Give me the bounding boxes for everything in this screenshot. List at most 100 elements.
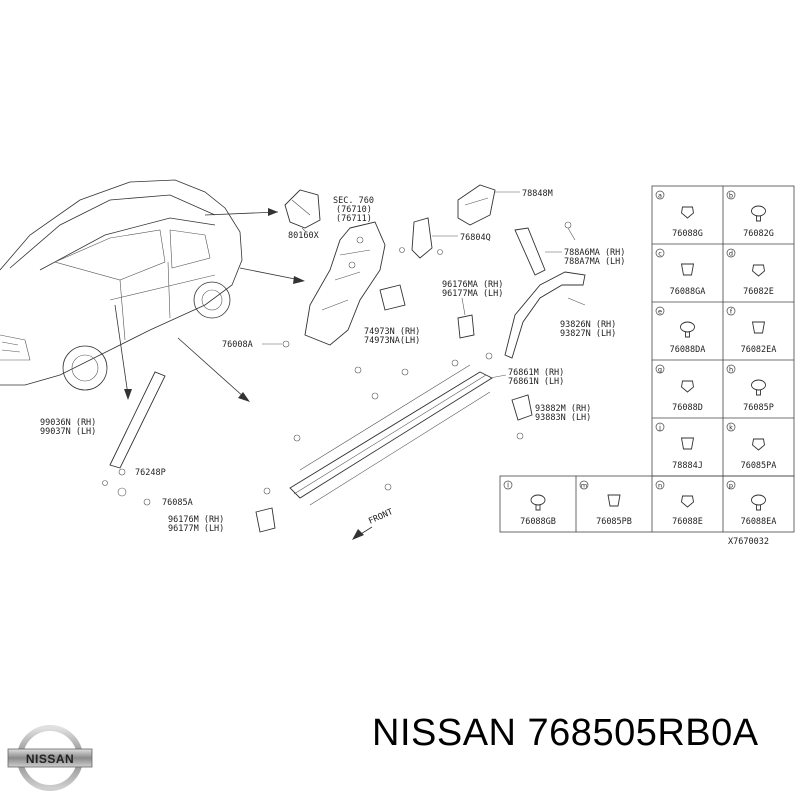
cell-id-text: a	[658, 191, 662, 199]
cell-id-text: m	[581, 481, 587, 489]
fastener-icon	[530, 494, 546, 511]
figure-code: X7670032	[728, 537, 769, 547]
cell-marker	[726, 480, 736, 490]
cell-id-text: l	[507, 481, 509, 489]
cell-label: 76088E	[672, 517, 703, 527]
fastener-icon	[680, 263, 695, 276]
cell-id-text: n	[658, 481, 662, 489]
fastener-icon	[751, 321, 766, 334]
cell-id-text: k	[729, 423, 733, 431]
label-93883n: 93883N (LH)	[535, 413, 591, 423]
cell-marker	[579, 480, 589, 490]
cell-marker	[655, 422, 665, 432]
logo-text: NISSAN	[26, 752, 74, 766]
cell-marker	[726, 248, 736, 258]
cell-marker	[726, 190, 736, 200]
fastener-icon	[751, 379, 766, 396]
label-96177ma: 96177MA (LH)	[442, 289, 503, 299]
grid-cell-l: l 76088GB	[503, 480, 556, 527]
label-99037n: 99037N (LH)	[40, 427, 96, 437]
label-80160x: 80160X	[288, 231, 320, 241]
grid-cell-b: b 76082G	[726, 190, 774, 239]
label-76248p: 76248P	[135, 468, 166, 478]
label-788a6ma: 788A6MA (RH)	[564, 248, 625, 258]
fastener-icon	[680, 321, 695, 338]
label-76861n: 76861N (LH)	[508, 377, 564, 387]
cell-marker	[726, 422, 736, 432]
label-96176m: 96176M (RH)	[168, 515, 224, 525]
cell-id-text: e	[658, 307, 662, 315]
cell-label: 78884J	[672, 461, 703, 471]
label-74973na: 74973NA(LH)	[364, 336, 420, 346]
cell-label: 76088GB	[520, 517, 556, 527]
car-arrows	[114, 208, 305, 402]
cell-id-text: b	[729, 191, 733, 199]
cell-label: 76085PB	[596, 517, 632, 527]
cell-marker	[726, 364, 736, 374]
cell-marker	[655, 480, 665, 490]
cell-label: 76088D	[672, 403, 703, 413]
cell-label: 76088G	[672, 229, 703, 239]
label-76085a: 76085A	[162, 498, 193, 508]
grid-cell-h: h 76085P	[726, 364, 774, 413]
label-76804q: 76804Q	[460, 233, 491, 243]
grid-cell-d: d 76082E	[726, 248, 774, 297]
cell-marker	[726, 306, 736, 316]
cell-label: 76082EA	[741, 345, 777, 355]
fastener-icon	[681, 380, 694, 393]
grid-cell-j: j 78884J	[655, 422, 703, 471]
fastener-icon	[681, 495, 694, 508]
cell-id-text: g	[658, 365, 662, 373]
cell-id-text: p	[729, 481, 733, 489]
label-96177m: 96177M (LH)	[168, 524, 224, 534]
cell-label: 76085PA	[741, 461, 777, 471]
fastener-icon	[752, 438, 765, 451]
label-74973n: 74973N (RH)	[364, 327, 420, 337]
label-78848m: 78848M	[522, 189, 553, 199]
grid-cells: a 76088G b 76082G c 76088GA d 76082E e 76088DA f 76…	[503, 190, 777, 527]
fastener-icon	[681, 206, 694, 219]
label-93882m: 93882M (RH)	[535, 404, 591, 414]
grid-cell-p: p 76088EA	[726, 480, 777, 527]
label-76008a: 76008A	[222, 340, 253, 350]
label-93827n: 93827N (LH)	[560, 329, 616, 339]
label-96176ma: 96176MA (RH)	[442, 280, 503, 290]
label-front: FRONT	[367, 507, 394, 527]
cell-id-text: d	[729, 249, 733, 257]
cell-id-text: j	[658, 423, 661, 431]
fastener-icon	[607, 494, 621, 507]
label-788a7ma: 788A7MA (LH)	[564, 257, 625, 267]
cell-label: 76082G	[743, 229, 774, 239]
car-illustration	[0, 179, 243, 391]
fastener-icon	[752, 264, 765, 277]
grid-cell-m: m 76085PB	[579, 480, 632, 527]
grid-cell-n: n 76088E	[655, 480, 703, 527]
cell-id-text: f	[730, 307, 733, 315]
label-sec-760: SEC. 760	[333, 196, 374, 206]
fastener-icon	[751, 494, 766, 511]
label-93826n: 93826N (RH)	[560, 320, 616, 330]
cell-id-text: h	[729, 365, 733, 373]
cell-label: 76088EA	[741, 517, 777, 527]
grid-cell-c: c 76088GA	[655, 248, 706, 297]
sill-moulding	[289, 364, 493, 506]
cell-marker	[503, 480, 513, 490]
fastener-grid	[499, 185, 795, 533]
label-76861m: 76861M (RH)	[508, 368, 564, 378]
grid-cell-e: e 76088DA	[655, 306, 706, 355]
cell-label: 76088DA	[670, 345, 706, 355]
cell-marker	[655, 248, 665, 258]
grid-cell-f: f 76082EA	[726, 306, 777, 355]
label-99036n: 99036N (RH)	[40, 418, 96, 428]
cell-label: 76085P	[743, 403, 774, 413]
cell-id-text: c	[658, 249, 662, 257]
cell-label: 76082E	[743, 287, 774, 297]
label-sec-76710: (76710)	[336, 205, 372, 215]
cell-label: 76088GA	[670, 287, 706, 297]
fastener-icon	[751, 205, 766, 222]
grid-cell-a: a 76088G	[655, 190, 703, 239]
cell-marker	[655, 306, 665, 316]
fastener-icon	[680, 437, 695, 450]
grid-cell-g: g 76088D	[655, 364, 703, 413]
